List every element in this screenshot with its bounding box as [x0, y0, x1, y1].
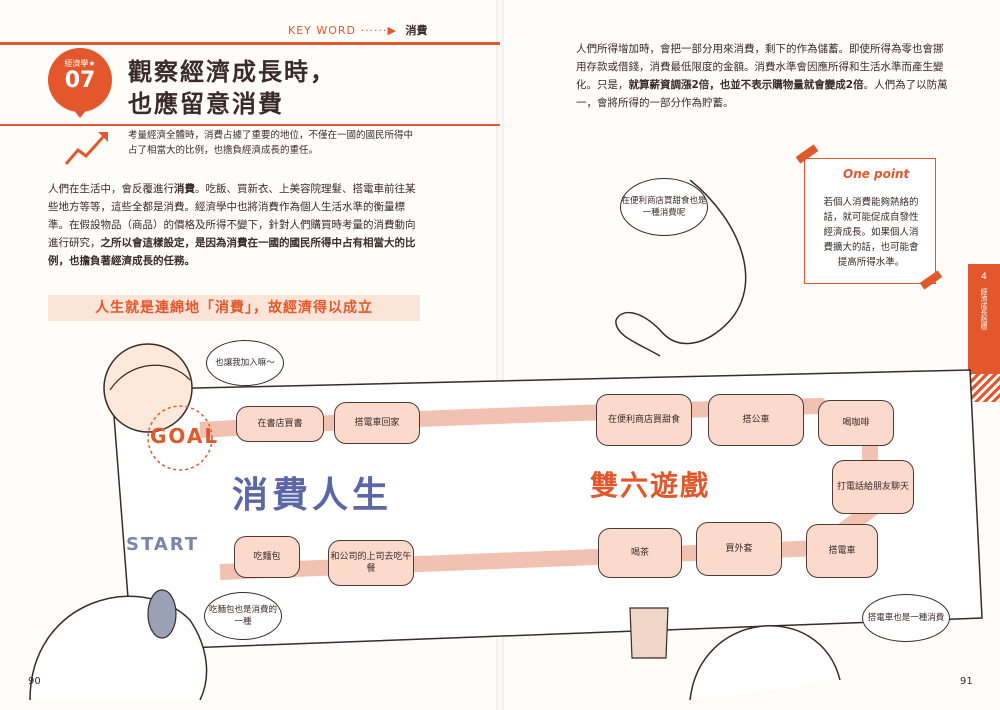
goal-label: GOAL	[150, 424, 220, 448]
book-gutter	[496, 0, 504, 710]
page-number-right: 91	[960, 676, 973, 687]
right-body-b: 就算薪資調漲2倍，也並不表示購物量就會變成2倍	[628, 79, 864, 91]
growth-arrow-icon	[64, 132, 108, 165]
board-square-bread: 吃麵包	[234, 536, 300, 578]
board-square-coat: 買外套	[696, 522, 782, 576]
board-square-sweets: 在便利商店買甜食	[596, 394, 692, 446]
speech-bubble-convenience: 在便利商店買甜食也是一種消費呢	[620, 178, 708, 236]
board-square-tea: 喝茶	[598, 528, 682, 578]
left-body-text: 人們在生活中，會反覆進行消費。吃飯、買新衣、上美容院理髮、搭電車前往某些地方等等…	[48, 180, 420, 270]
one-point-box: One point 若個人消費能夠熱絡的話，就可能促成自發性經濟成長。如果個人消…	[804, 158, 936, 284]
badge-number: 07	[64, 68, 96, 93]
body-p1-c: 。吃飯、買新衣、上美容院理髮、搭電車前往某些地方等等，這些全都是消費。經濟學中也…	[48, 183, 416, 249]
keyword-prefix: KEY WORD	[288, 24, 357, 37]
header-rule	[0, 42, 500, 45]
right-body-c: 。人們為了以防萬一，會將所得的一部分作為貯蓄。	[576, 79, 948, 109]
section-badge: 經濟學★ 07	[48, 48, 112, 112]
board-square-bus: 搭公車	[708, 394, 804, 446]
tab-stripes	[968, 374, 1000, 402]
board-square-train: 搭電車	[806, 524, 878, 578]
page-title: 觀察經濟成長時， 也應留意消費	[128, 56, 336, 120]
body-p1-d: 之所以會這樣設定，是因為消費在一國的國民所得中占有相當大的比例，也擔負著經濟成長…	[48, 237, 416, 267]
board-square-bookstore: 在書店買書	[236, 406, 324, 442]
badge-label: 經濟學★	[64, 59, 96, 68]
start-label: START	[126, 534, 200, 555]
speech-bubble-train: 搭電車也是一種消費	[862, 594, 950, 642]
board-title: 消費人生	[232, 475, 393, 516]
game-title: 雙六遊戲	[590, 469, 711, 502]
board-square-phone: 打電話給朋友聊天	[832, 460, 914, 514]
board-square-train-home: 搭電車回家	[334, 402, 420, 444]
title-line-1: 觀察經濟成長時，	[128, 58, 336, 86]
title-line-2: 也應留意消費	[128, 90, 284, 118]
board-square-lunch: 和公司的上司去吃午餐	[328, 540, 414, 586]
board-square-coffee: 喝咖啡	[818, 400, 894, 446]
right-body-a: 人們所得增加時，會把一部分用來消費，剩下的作為儲蓄。即使所得為零也會挪用存款或借…	[576, 43, 944, 91]
speech-bubble-bread: 吃麵包也是消費的一種	[204, 592, 282, 640]
keyword-header: KEY WORD ······▶ 消費	[288, 22, 427, 38]
right-body-text: 人們所得增加時，會把一部分用來消費，剩下的作為儲蓄。即使所得為零也會挪用存款或借…	[576, 40, 950, 112]
badge-tail	[72, 108, 88, 118]
chapter-title: 經濟成長指標	[980, 288, 988, 330]
chapter-side-tab: 4 經濟成長指標	[968, 264, 1000, 374]
one-point-heading: One point	[843, 167, 910, 181]
body-p1-b: 消費	[174, 183, 195, 195]
lead-text: 考量經濟全體時，消費占據了重要的地位，不僅在一國的國民所得中占了相當大的比例，也…	[128, 130, 414, 156]
one-point-text: 若個人消費能夠熱絡的話，就可能促成自發性經濟成長。如果個人消費擴大的話，也可能會…	[823, 197, 919, 268]
keyword-value: 消費	[405, 24, 428, 37]
page-number-left: 90	[28, 676, 41, 687]
speech-bubble-join: 也讓我加入嘛～	[206, 340, 284, 386]
body-p1-a: 人們在生活中，會反覆進行	[48, 183, 174, 195]
chapter-number: 4	[981, 272, 987, 282]
subheading: 人生就是連綿地「消費」，故經濟得以成立	[48, 295, 420, 321]
keyword-arrow: ······▶	[360, 24, 397, 37]
title-rule	[0, 124, 500, 126]
